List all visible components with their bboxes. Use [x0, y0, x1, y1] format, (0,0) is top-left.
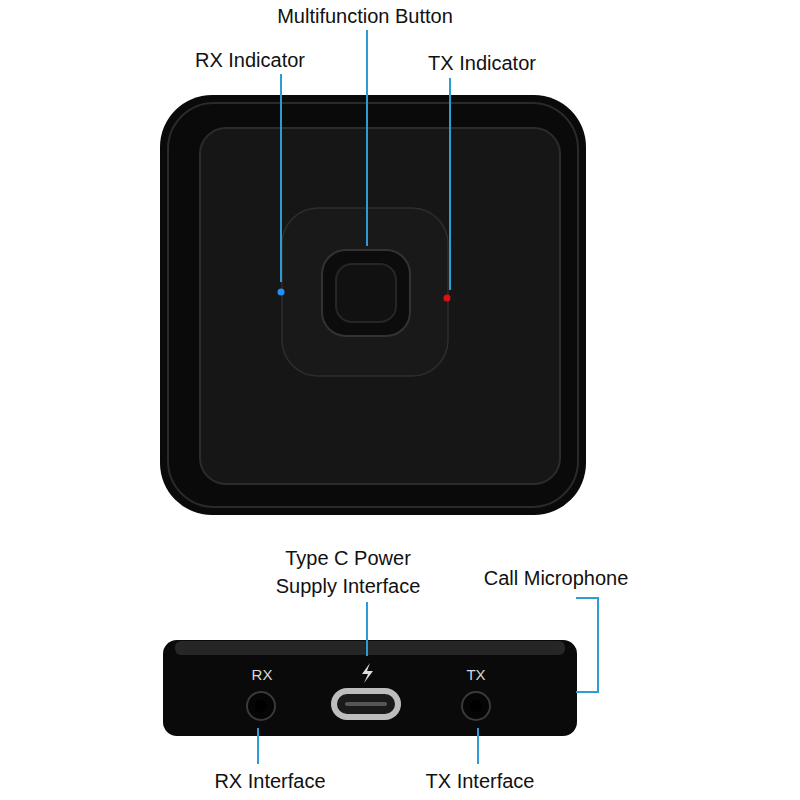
leader-line [366, 602, 368, 656]
port-marking: TX [466, 664, 485, 685]
usb-c-port [331, 688, 401, 720]
part-label: TX Interface [426, 767, 535, 795]
part-label: Call Microphone [484, 564, 629, 592]
port-marking: RX [252, 664, 273, 685]
microphone-bracket [576, 598, 598, 692]
leader-line [280, 74, 282, 282]
device-side [163, 640, 577, 736]
rx-indicator-led [278, 289, 285, 296]
part-label: RX Indicator [195, 46, 305, 74]
leader-line [366, 30, 368, 246]
button-surround [282, 208, 448, 376]
tx-indicator-led [444, 295, 451, 302]
usb-c-opening [337, 694, 395, 714]
part-label: Type C Power Supply Interface [260, 544, 436, 600]
part-label: Multifunction Button [277, 2, 453, 30]
multifunction-button [322, 250, 410, 336]
tx-jack-hole [470, 700, 482, 712]
side-top-edge [175, 641, 565, 655]
leader-line [257, 728, 259, 764]
leader-line [449, 78, 451, 290]
leader-lines [258, 30, 598, 764]
device-housing [160, 95, 586, 515]
device-face [200, 128, 560, 484]
rx-jack-hole [255, 700, 267, 712]
leader-line [477, 728, 479, 764]
housing-edge [168, 103, 578, 507]
usb-c-tongue [345, 702, 387, 706]
part-label: RX Interface [214, 767, 325, 795]
rx-jack [247, 692, 275, 720]
part-label: TX Indicator [428, 49, 536, 77]
power-symbol [362, 663, 373, 683]
button-inner [336, 264, 396, 322]
tx-jack [462, 692, 490, 720]
